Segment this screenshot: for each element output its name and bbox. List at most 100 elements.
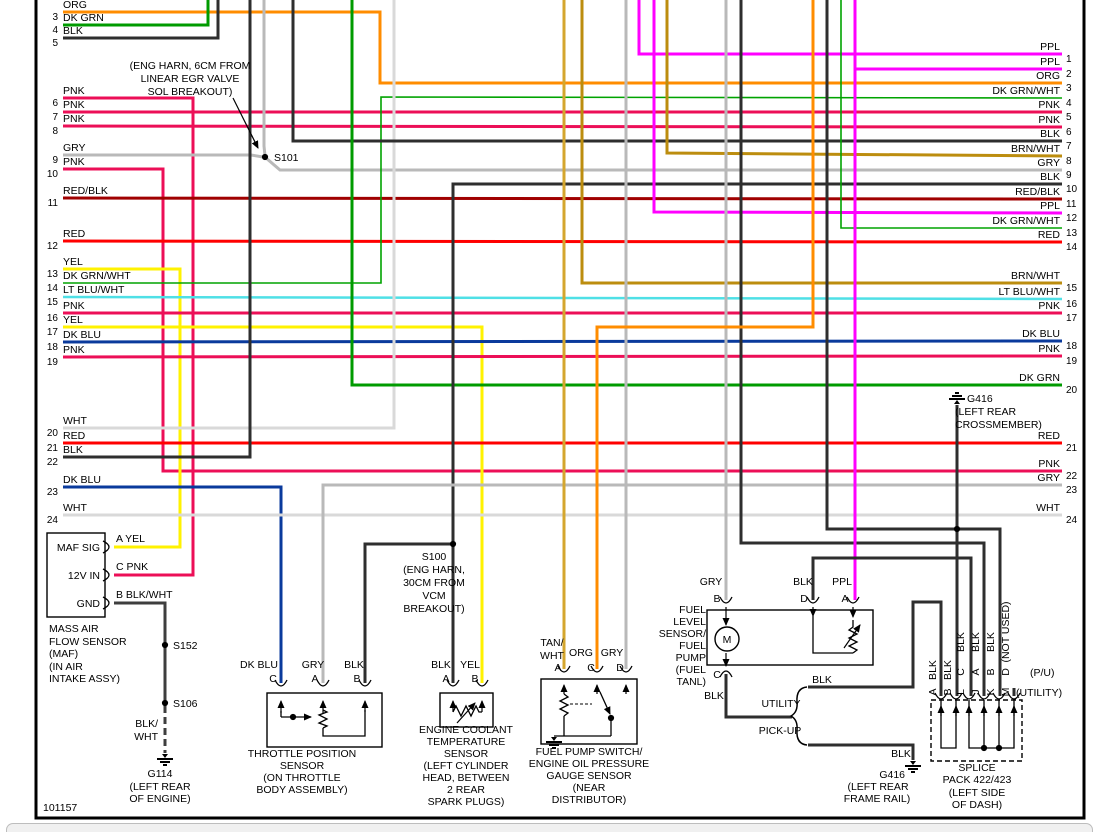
fuel-level-box (706, 609, 874, 666)
diagram-label: C (713, 669, 721, 681)
wire-l6-pnk-maf (63, 96, 195, 577)
diagram-label: SPARK PLUGS) (428, 796, 505, 808)
terminal-arc (102, 540, 110, 554)
next-panel-edge (6, 823, 1093, 832)
diagram-label: GRY (601, 647, 624, 659)
diagram-label: BLK (431, 659, 451, 671)
right-pin-18-number: 18 (1066, 341, 1078, 352)
right-pin-10-label: BLK (1040, 171, 1060, 183)
right-pin-4-number: 4 (1066, 98, 1072, 109)
diagram-label: CROSSMEMBER) (955, 419, 1042, 431)
diagram-label: WHT (540, 650, 564, 662)
diagram-label: INTAKE ASSY) (49, 673, 120, 685)
wire-l4-dkgrn (63, 0, 210, 27)
wire-r10-blk-s100 (451, 182, 1062, 683)
left-pin-13-label: YEL (63, 256, 83, 268)
diagram-label: BLK (970, 632, 982, 652)
diagram-label: G416 (879, 769, 905, 781)
diagram-label: 101157 (43, 802, 77, 814)
diagram-label: BLK (942, 660, 954, 680)
left-pin-8-number: 8 (52, 126, 58, 137)
wire-l17-yel-ect (63, 325, 484, 683)
diagram-label: B (713, 593, 720, 605)
diagram-label: BODY ASSEMBLY) (256, 784, 347, 796)
left-pin-14-label: DK GRN/WHT (63, 270, 131, 282)
diagram-label: A (927, 688, 939, 695)
left-pin-5-number: 5 (52, 38, 58, 49)
wire-l10-pnk (63, 167, 1062, 473)
wire-fps-c-org (595, 0, 815, 669)
right-pin-3-label: ORG (1036, 70, 1060, 82)
terminal-arc (934, 692, 948, 700)
wire-s101-out (265, 156, 1062, 172)
right-pin-2-label: PPL (1040, 56, 1060, 68)
left-pin-15-number: 15 (47, 297, 59, 308)
tps-pot-zigzag (317, 709, 329, 729)
junction-dot (449, 540, 457, 548)
diagram-label: BLK (793, 576, 813, 588)
diagram-label: SENSOR (280, 760, 325, 772)
diagram-label: BLK (985, 632, 997, 652)
diagram-label: A YEL (116, 533, 145, 545)
junction-dot (289, 713, 297, 721)
right-pin-5-number: 5 (1066, 112, 1072, 123)
terminal-arc (274, 679, 288, 687)
diagram-label: 30CM FROM (403, 577, 465, 589)
diagram-label: (FUEL (676, 664, 706, 676)
diagram-label: ENGINE COOLANT (419, 724, 514, 736)
diagram-label: HEAD, BETWEEN (423, 772, 510, 784)
left-pin-24-number: 24 (47, 515, 59, 526)
right-pin-24-label: WHT (1036, 502, 1060, 514)
wire-r13-grnwht (840, 0, 1062, 229)
wire-r8-brnwht (665, 0, 1063, 158)
diagram-label: (LEFT SIDE (949, 787, 1005, 799)
right-pin-23-label: GRY (1037, 472, 1060, 484)
right-pin-10-number: 10 (1066, 184, 1078, 195)
diagram-label: C (269, 673, 277, 685)
left-pin-19-label: PNK (63, 344, 85, 356)
diagram-label: (NOT USED) (1000, 601, 1012, 662)
splice-u2 (968, 700, 1015, 749)
left-pin-12-number: 12 (47, 241, 59, 252)
left-pin-17-number: 17 (47, 327, 59, 338)
diagram-label: (LEFT REAR (847, 781, 908, 793)
left-pin-10-label: PNK (63, 156, 85, 168)
right-pin-19-number: 19 (1066, 356, 1078, 367)
diagram-label: (ENG HARN, 6CM FROM (130, 60, 251, 72)
diagram-label: MASS AIR (49, 623, 99, 635)
diagram-label: DISTRIBUTOR) (552, 794, 626, 806)
left-pin-9-label: GRY (63, 142, 86, 154)
left-pin-17-label: YEL (63, 314, 83, 326)
right-pin-21-number: 21 (1066, 443, 1078, 454)
diagram-label: PPL (832, 576, 852, 588)
left-pin-8-label: PNK (63, 113, 85, 125)
diagram-label: SENSOR/ (659, 628, 706, 640)
diagram-label: LEVEL (673, 616, 706, 628)
right-pin-5-label: PNK (1038, 99, 1060, 111)
wire-r15-brnwht (580, 0, 1062, 285)
diagram-label: PICK-UP (759, 725, 802, 737)
terminal-arc (557, 665, 571, 673)
right-pin-7-label: BLK (1040, 128, 1060, 140)
right-pin-20-number: 20 (1066, 385, 1078, 396)
left-pin-20-label: WHT (63, 415, 87, 427)
junction-dot (953, 525, 961, 533)
diagram-label: SPLICE (958, 762, 995, 774)
diagram-label: GRY (700, 576, 723, 588)
left-pin-3-number: 3 (52, 12, 58, 23)
diagram-label: GAUGE SENSOR (546, 770, 632, 782)
wire-l13-yel-maf (63, 267, 182, 549)
terminal-arc (316, 679, 330, 687)
diagram-label: YEL (460, 659, 480, 671)
diagram-label: 2 REAR (447, 784, 485, 796)
right-pin-17-number: 17 (1066, 313, 1078, 324)
left-pin-4-label: DK GRN (63, 12, 104, 24)
ground-g114-tip (162, 754, 168, 758)
diagram-label: (UTILITY) (1016, 687, 1062, 699)
tps-pot-bottom (322, 710, 366, 737)
right-pin-13-label: DK GRN/WHT (992, 215, 1060, 227)
terminal-arc (1007, 692, 1021, 700)
diagram-label: TANL) (676, 676, 706, 688)
diagram-label: BLK (955, 632, 967, 652)
left-pin-11-label: RED/BLK (63, 185, 108, 197)
